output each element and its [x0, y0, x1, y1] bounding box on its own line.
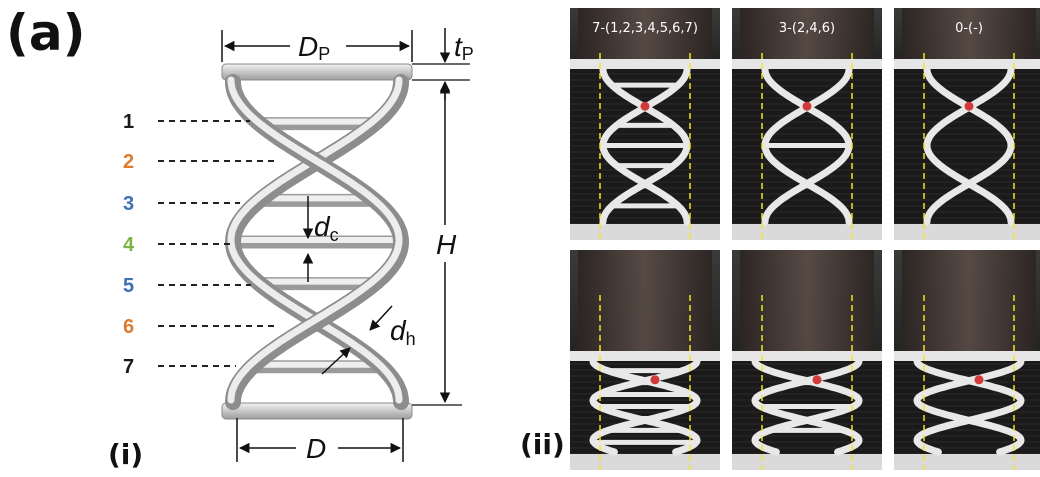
- photo-initial-2: 3-(2,4,6): [732, 8, 882, 240]
- rung-label-3: 3: [123, 193, 134, 215]
- rung-label-4: 4: [123, 234, 135, 256]
- photo-column-label-1: 7-(1,2,3,4,5,6,7): [592, 21, 698, 36]
- photo-compressed-1: [570, 250, 720, 470]
- dimension-d: D: [236, 418, 404, 464]
- helix-strand-highlight-2: [227, 76, 403, 404]
- bottom-plate: [221, 402, 413, 420]
- rung-label-5: 5: [123, 275, 134, 297]
- rung-label-7: 7: [123, 356, 134, 378]
- dh-label: dh: [390, 315, 416, 349]
- dimension-h: H: [412, 82, 462, 406]
- dimension-dc: dc: [302, 196, 339, 282]
- d-label: D: [306, 433, 326, 464]
- rung-label-1: 1: [123, 111, 134, 133]
- dc-label: dc: [314, 211, 339, 245]
- photo-compressed-2: [732, 250, 882, 470]
- dimension-tp: tP: [412, 28, 474, 100]
- panel-label: (a): [6, 4, 86, 62]
- dp-label: DP: [298, 31, 330, 64]
- helix-strand-highlight-1: [227, 76, 403, 404]
- h-label: H: [436, 229, 457, 260]
- dimension-dp: DP: [221, 30, 413, 64]
- photo-column-label-2: 3-(2,4,6): [779, 21, 835, 36]
- photo-grid: 7-(1,2,3,4,5,6,7) 3-(2,4,6) 0-(-): [570, 8, 1040, 470]
- photo-initial-1: 7-(1,2,3,4,5,6,7): [570, 8, 720, 240]
- photo-initial-3: 0-(-): [894, 8, 1040, 240]
- tp-label: tP: [454, 31, 474, 64]
- dimension-dh: dh: [321, 305, 416, 375]
- rung-label-2: 2: [123, 151, 134, 173]
- top-plate: [221, 63, 413, 81]
- photo-column-label-3: 0-(-): [955, 21, 983, 36]
- rung-label-6: 6: [123, 316, 134, 338]
- sub-label-ii: (ii): [520, 428, 565, 461]
- photo-compressed-3: [894, 250, 1040, 470]
- helix-model: [221, 63, 413, 420]
- sub-label-i: (i): [108, 438, 144, 471]
